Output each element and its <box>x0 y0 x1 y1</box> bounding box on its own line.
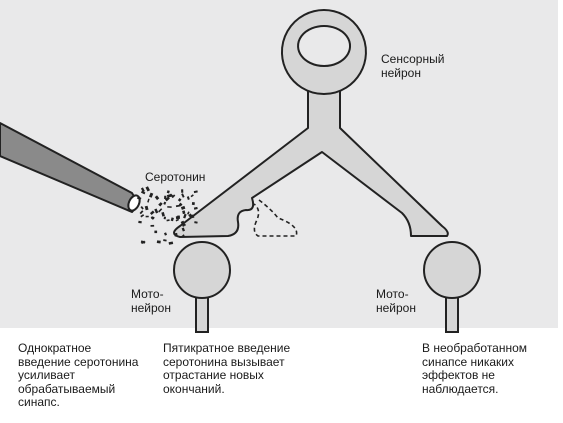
serotonin-particle <box>158 202 162 206</box>
pipette-tip <box>127 194 141 212</box>
serotonin-particle <box>180 234 185 238</box>
serotonin-particle <box>189 214 194 218</box>
serotonin-particle <box>180 220 185 225</box>
serotonin-particle <box>144 205 149 211</box>
serotonin-particle <box>166 190 170 194</box>
sensory-axon-and-branches <box>173 85 449 238</box>
serotonin-particle <box>187 211 190 215</box>
serotonin-particle <box>188 213 192 218</box>
motoneuron-left <box>173 241 231 333</box>
serotonin-particle <box>168 241 174 245</box>
serotonin-particle <box>166 219 170 222</box>
serotonin-particle <box>138 220 142 224</box>
serotonin-particle <box>163 201 167 205</box>
serotonin-particle <box>180 205 186 210</box>
serotonin-particle <box>181 189 184 193</box>
serotonin-particle <box>140 187 145 193</box>
serotonin-particle <box>181 193 185 198</box>
motoneuron-left-label: Мото- нейрон <box>131 287 171 315</box>
serotonin-particle <box>164 196 170 202</box>
serotonin-particle <box>150 224 155 227</box>
serotonin-particle <box>145 186 151 192</box>
sensory-neuron <box>173 9 449 238</box>
sensory-soma <box>280 9 367 95</box>
caption-untreated: В необработанном синапсе никаких эффекто… <box>422 341 528 396</box>
sensory-neuron-label: Сенсорный нейрон <box>381 52 445 80</box>
serotonin-particle <box>194 221 198 224</box>
serotonin-particle <box>177 215 180 218</box>
serotonin-particle <box>167 206 172 208</box>
motoneuron-right-label: Мото- нейрон <box>376 287 416 315</box>
serotonin-particle <box>175 218 180 222</box>
serotonin-particle <box>161 211 165 217</box>
new-terminal-dashed <box>253 199 298 237</box>
motoneuron-right <box>423 241 481 333</box>
serotonin-particle <box>136 196 142 201</box>
serotonin-particle <box>156 240 161 244</box>
serotonin-particle <box>178 202 183 207</box>
serotonin-particle <box>140 190 146 195</box>
serotonin-particle <box>154 208 159 214</box>
pipette <box>0 122 141 213</box>
motoneuron-right-soma <box>423 241 481 299</box>
serotonin-particle <box>182 210 186 215</box>
caption-single-dose: Однократное введение серотонина усиливае… <box>18 341 139 409</box>
serotonin-particle <box>154 195 160 201</box>
serotonin-particle <box>169 193 175 198</box>
serotonin-particle <box>147 198 150 203</box>
serotonin-particles <box>136 186 198 245</box>
serotonin-label: Серотонин <box>145 170 206 184</box>
serotonin-particle <box>191 202 195 206</box>
serotonin-particle <box>163 216 167 220</box>
serotonin-particle <box>175 204 181 208</box>
serotonin-particle <box>164 232 168 236</box>
serotonin-particle <box>193 190 198 194</box>
serotonin-particle <box>190 194 194 198</box>
serotonin-particle <box>145 215 149 218</box>
serotonin-particle <box>177 198 182 202</box>
serotonin-particle <box>148 192 154 198</box>
serotonin-particle <box>191 214 195 219</box>
serotonin-particle <box>164 195 167 200</box>
serotonin-particle <box>158 208 163 213</box>
serotonin-particle <box>193 206 198 210</box>
serotonin-particle <box>149 210 155 216</box>
serotonin-particle <box>140 206 144 210</box>
serotonin-particle <box>183 213 187 219</box>
serotonin-particle <box>139 210 144 215</box>
caption-five-doses: Пятикратное введение серотонина вызывает… <box>163 341 291 396</box>
serotonin-particle <box>174 232 178 237</box>
motoneuron-left-soma <box>173 241 231 299</box>
serotonin-particle <box>163 239 167 242</box>
serotonin-particle <box>151 216 155 220</box>
serotonin-particle <box>140 240 146 245</box>
serotonin-particle <box>186 196 190 200</box>
serotonin-particle <box>181 227 185 232</box>
serotonin-particle <box>154 230 158 234</box>
serotonin-particle <box>140 214 145 218</box>
serotonin-particle <box>170 217 174 222</box>
